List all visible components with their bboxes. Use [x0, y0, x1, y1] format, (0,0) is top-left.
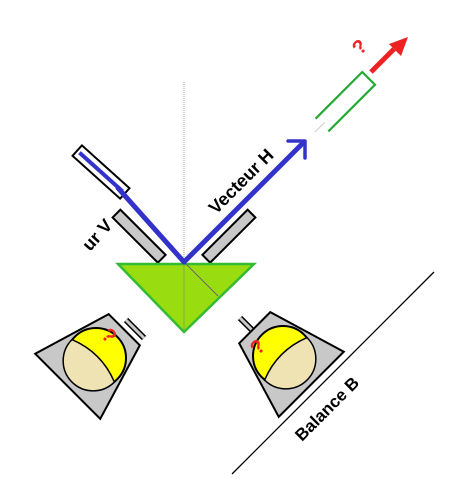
vector-h-beam	[181, 141, 305, 265]
left-assembly	[111, 208, 168, 265]
question-top: ?	[348, 35, 372, 59]
left-lamp	[33, 312, 142, 421]
vector-v-label: ur V	[78, 215, 116, 254]
left-plate	[111, 208, 168, 265]
red-arrow-shaft	[369, 47, 396, 74]
left-lamp-shade	[62, 338, 116, 392]
prism	[115, 262, 258, 334]
right-assembly	[200, 208, 257, 265]
left-connector-inner	[124, 318, 146, 340]
right-plate	[200, 208, 257, 265]
prism-apex	[181, 259, 187, 265]
red-arrow-head	[389, 37, 408, 56]
detector-tube	[314, 70, 377, 133]
right-lamp-shade	[263, 336, 317, 390]
vector-h-arrowhead	[286, 139, 307, 160]
vector-v-beam	[115, 185, 187, 265]
right-lamp	[237, 310, 346, 419]
balance-line	[231, 271, 435, 475]
prism-inner-line	[183, 261, 219, 297]
